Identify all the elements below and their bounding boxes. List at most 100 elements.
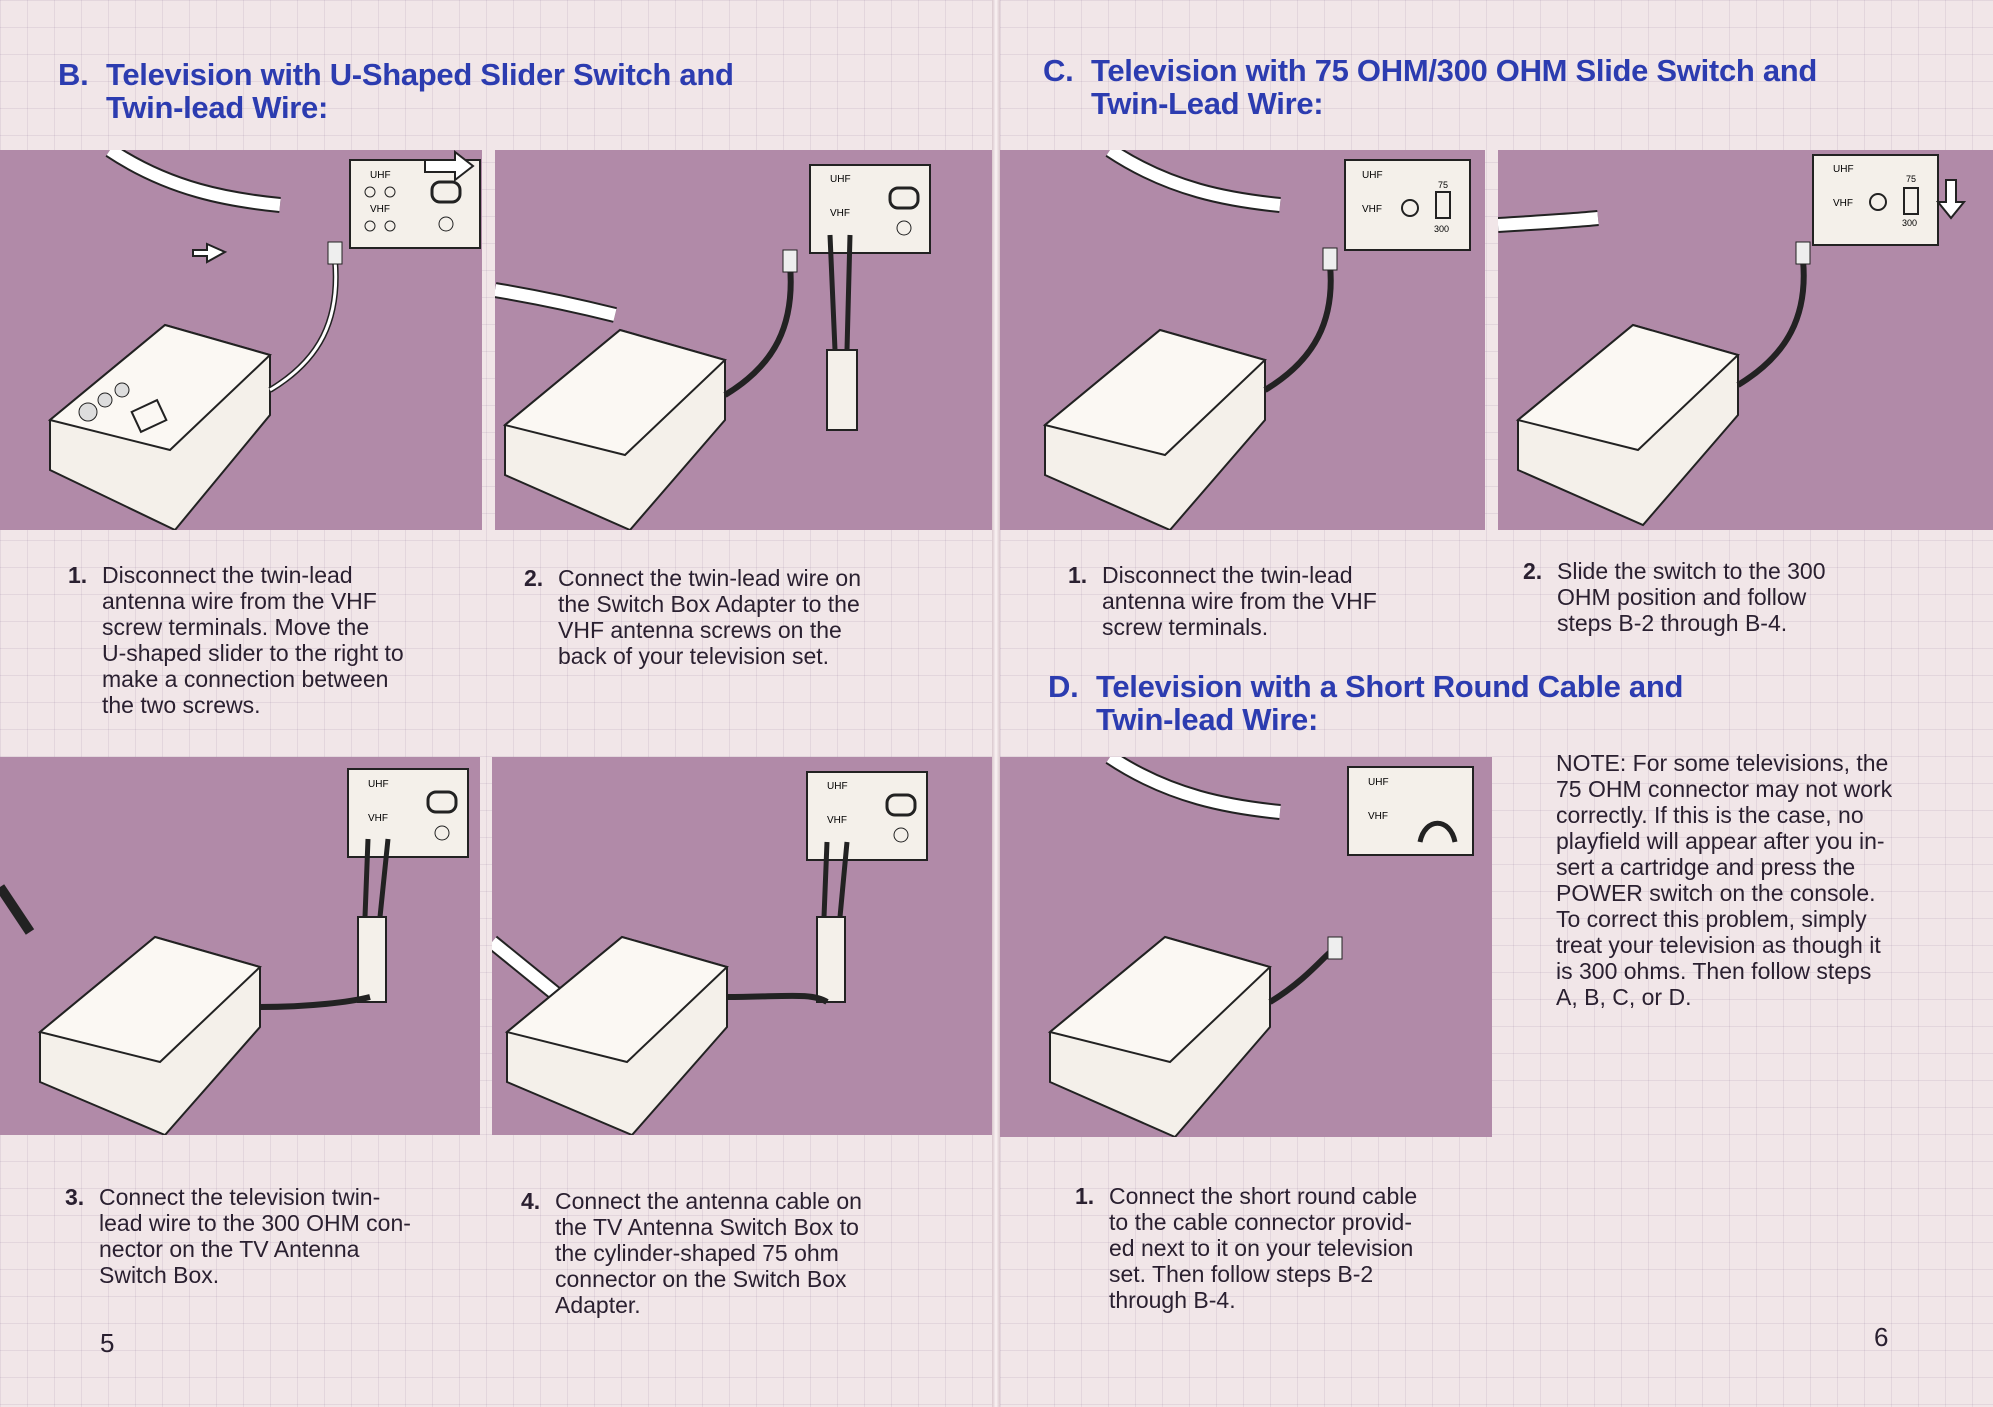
note-line: To correct this problem, simply — [1556, 906, 1867, 932]
step-b3-line: Connect the television twin- — [99, 1184, 381, 1210]
section-b-title-line1: Television with U-Shaped Slider Switch a… — [106, 57, 734, 92]
illustration-b4: UHF VHF — [492, 757, 992, 1135]
step-b4-number: 4. — [521, 1188, 541, 1214]
book-spine — [992, 0, 1000, 1407]
note-line: playfield will appear after you in- — [1556, 828, 1885, 854]
illustration-b1: UHF VHF — [0, 150, 482, 530]
switchbox-illustration-b3: UHF VHF — [0, 768, 469, 1135]
switchbox-illustration-c2: UHF VHF 75 300 — [1498, 154, 1967, 527]
svg-text:VHF: VHF — [370, 204, 390, 215]
note-line: is 300 ohms. Then follow steps — [1556, 958, 1872, 984]
svg-text:300: 300 — [1902, 218, 1917, 228]
section-c-title-line2: Twin-Lead Wire: — [1091, 86, 1324, 121]
step-b3-line: lead wire to the 300 OHM con- — [99, 1210, 411, 1236]
step-b1-line: U-shaped slider to the right to — [102, 640, 404, 666]
svg-text:UHF: UHF — [370, 170, 391, 181]
step-c2-line: OHM position and follow — [1557, 584, 1807, 610]
section-b-title-line2: Twin-lead Wire: — [106, 90, 328, 125]
note-line: treat your television as though it — [1556, 932, 1881, 958]
illustration-c2: UHF VHF 75 300 — [1498, 150, 1993, 530]
svg-text:VHF: VHF — [1362, 204, 1382, 215]
svg-text:VHF: VHF — [827, 815, 847, 826]
step-b1-line: make a connection between — [102, 666, 389, 692]
section-c-title-line1: Television with 75 OHM/300 OHM Slide Swi… — [1091, 53, 1818, 88]
step-b3: 3. Connect the television twin- lead wir… — [65, 1184, 485, 1288]
illustration-c1: UHF VHF 75 300 — [1000, 150, 1485, 530]
illustration-b2: UHF VHF — [495, 150, 992, 530]
step-c2-line: Slide the switch to the 300 — [1557, 558, 1826, 584]
section-d-letter: D. — [1048, 669, 1079, 704]
step-c1: 1. Disconnect the twin-lead antenna wire… — [1068, 562, 1488, 640]
ohm-connector-note: NOTE: For some televisions, the 75 OHM c… — [1556, 750, 1981, 1010]
svg-text:UHF: UHF — [830, 174, 851, 185]
section-d-heading: D. Television with a Short Round Cable a… — [1048, 670, 1948, 736]
step-b2-line: VHF antenna screws on the — [558, 617, 842, 643]
step-b4: 4. Connect the antenna cable on the TV A… — [521, 1188, 961, 1318]
svg-text:75: 75 — [1438, 180, 1448, 190]
step-b4-line: connector on the Switch Box — [555, 1266, 847, 1292]
svg-text:UHF: UHF — [1833, 164, 1854, 175]
svg-text:UHF: UHF — [1362, 170, 1383, 181]
step-b1-number: 1. — [68, 562, 88, 588]
svg-text:UHF: UHF — [827, 781, 848, 792]
step-b2-line: back of your television set. — [558, 643, 830, 669]
switchbox-illustration-c1: UHF VHF 75 300 — [1042, 150, 1471, 530]
step-d1-line: set. Then follow steps B-2 — [1109, 1261, 1374, 1287]
step-d1: 1. Connect the short round cable to the … — [1075, 1183, 1515, 1313]
step-b1-line: screw terminals. Move the — [102, 614, 370, 640]
step-b1-line: antenna wire from the VHF — [102, 588, 377, 614]
page-number-left: 5 — [100, 1328, 115, 1358]
note-line: NOTE: For some televisions, the — [1556, 750, 1889, 776]
svg-text:VHF: VHF — [830, 208, 850, 219]
section-b-letter: B. — [58, 57, 89, 92]
step-d1-line: through B-4. — [1109, 1287, 1236, 1313]
step-c2: 2. Slide the switch to the 300 OHM posit… — [1523, 558, 1963, 636]
step-b2-number: 2. — [524, 565, 544, 591]
step-d1-number: 1. — [1075, 1183, 1095, 1209]
svg-text:VHF: VHF — [368, 813, 388, 824]
step-b4-line: the cylinder-shaped 75 ohm — [555, 1240, 839, 1266]
step-b2-line: Connect the twin-lead wire on — [558, 565, 861, 591]
step-b2: 2. Connect the twin-lead wire on the Swi… — [524, 565, 964, 669]
section-c-heading: C. Television with 75 OHM/300 OHM Slide … — [1043, 54, 1973, 120]
step-b1-line: the two screws. — [102, 692, 261, 718]
note-line: 75 OHM connector may not work — [1556, 776, 1893, 802]
svg-text:300: 300 — [1434, 224, 1449, 234]
svg-text:UHF: UHF — [368, 779, 389, 790]
step-d1-line: Connect the short round cable — [1109, 1183, 1418, 1209]
step-b3-number: 3. — [65, 1184, 85, 1210]
step-b4-line: Adapter. — [555, 1292, 641, 1318]
step-b4-line: Connect the antenna cable on — [555, 1188, 862, 1214]
step-b3-line: nector on the TV Antenna — [99, 1236, 360, 1262]
step-d1-line: to the cable connector provid- — [1109, 1209, 1413, 1235]
step-b1-line: Disconnect the twin-lead — [102, 562, 353, 588]
switchbox-illustration-d1: UHF VHF — [1047, 757, 1474, 1137]
section-b-heading: B. Television with U-Shaped Slider Switc… — [58, 58, 958, 124]
note-line: POWER switch on the console. — [1556, 880, 1876, 906]
step-d1-line: ed next to it on your television — [1109, 1235, 1414, 1261]
svg-text:75: 75 — [1906, 174, 1916, 184]
step-b2-line: the Switch Box Adapter to the — [558, 591, 860, 617]
step-c2-line: steps B-2 through B-4. — [1557, 610, 1788, 636]
page-number-right: 6 — [1874, 1322, 1889, 1352]
step-b3-line: Switch Box. — [99, 1262, 220, 1288]
switchbox-illustration-b2: UHF VHF — [495, 164, 931, 530]
step-b4-line: the TV Antenna Switch Box to — [555, 1214, 859, 1240]
step-c2-number: 2. — [1523, 558, 1543, 584]
note-line: correctly. If this is the case, no — [1556, 802, 1864, 828]
svg-text:VHF: VHF — [1368, 811, 1388, 822]
switchbox-illustration-b1: UHF VHF — [47, 150, 481, 530]
note-line: sert a cartridge and press the — [1556, 854, 1856, 880]
step-c1-line: screw terminals. — [1102, 614, 1269, 640]
section-d-title-line1: Television with a Short Round Cable and — [1096, 669, 1684, 704]
section-c-letter: C. — [1043, 53, 1074, 88]
svg-text:UHF: UHF — [1368, 777, 1389, 788]
note-line: A, B, C, or D. — [1556, 984, 1692, 1010]
section-d-title-line2: Twin-lead Wire: — [1096, 702, 1318, 737]
step-c1-line: Disconnect the twin-lead — [1102, 562, 1353, 588]
step-c1-number: 1. — [1068, 562, 1088, 588]
switchbox-illustration-b4: UHF VHF — [492, 771, 928, 1135]
illustration-d1: UHF VHF — [1000, 757, 1492, 1137]
step-b1: 1. Disconnect the twin-lead antenna wire… — [68, 562, 488, 718]
step-c1-line: antenna wire from the VHF — [1102, 588, 1377, 614]
